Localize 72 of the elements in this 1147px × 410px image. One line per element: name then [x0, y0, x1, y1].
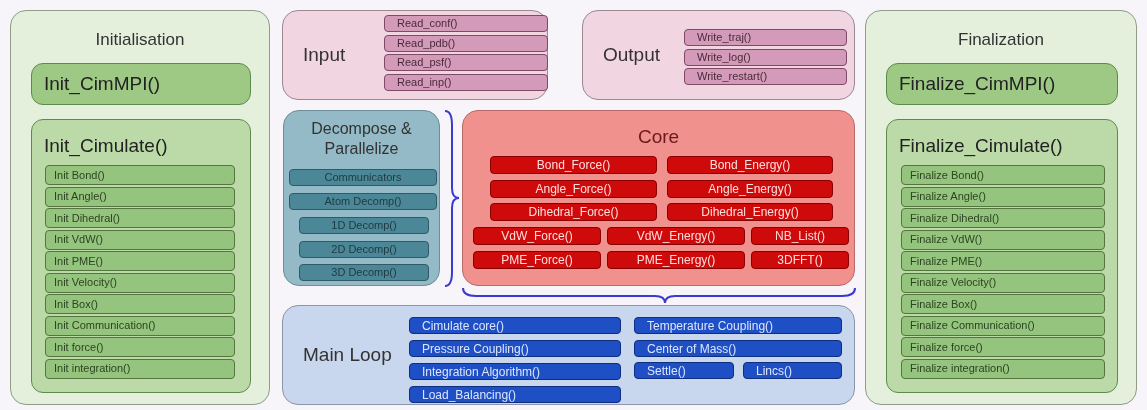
function-item: Finalize Bond()	[901, 165, 1105, 185]
function-item: Communicators	[289, 169, 437, 186]
function-item: Dihedral_Energy()	[667, 203, 833, 221]
function-box: Finalize_CimMPI()	[886, 63, 1118, 105]
panel-heading: Core	[636, 125, 681, 149]
group-heading: Init_Cimulate()	[43, 134, 169, 159]
panel-heading: Main Loop	[302, 342, 392, 367]
function-group	[31, 119, 251, 393]
panel-heading: Output	[602, 42, 661, 67]
function-item: Finalize Velocity()	[901, 272, 1105, 293]
function-item: VdW_Energy()	[607, 227, 745, 245]
function-item: Finalize Communication()	[901, 315, 1105, 336]
function-item: Finalize Angle()	[901, 186, 1105, 207]
function-item: Init Box()	[45, 294, 235, 314]
function-item: Bond_Energy()	[667, 156, 833, 174]
function-item: Read_pdb()	[384, 34, 548, 52]
panel-heading: Initialisation	[94, 29, 186, 51]
function-item: 3D Decomp()	[299, 264, 429, 281]
function-item: Integration Algorithm()	[409, 363, 621, 380]
function-group	[886, 119, 1118, 393]
function-item: NB_List()	[751, 227, 849, 245]
function-item: Read_inp()	[384, 73, 548, 91]
function-box: Init_CimMPI()	[31, 63, 251, 105]
function-item: PME_Energy()	[607, 251, 745, 269]
function-item: Init Bond()	[45, 165, 235, 185]
function-item: Write_restart()	[684, 68, 847, 85]
function-item: Cimulate core()	[409, 317, 621, 334]
function-item: Finalize PME()	[901, 251, 1105, 271]
function-item: Angle_Energy()	[667, 179, 833, 198]
function-item: Lincs()	[743, 362, 842, 379]
function-item: Init Angle()	[45, 186, 235, 207]
stage-panel	[283, 110, 440, 286]
panel-heading: Finalization	[957, 29, 1045, 51]
group-heading: Finalize_Cimulate()	[898, 134, 1064, 159]
function-item: Settle()	[634, 362, 734, 379]
function-item: Read_conf()	[384, 15, 548, 32]
function-item: Pressure Coupling()	[409, 340, 621, 357]
function-item: Init integration()	[45, 358, 235, 379]
stage-panel	[582, 10, 855, 100]
panel-heading: Input	[302, 42, 346, 67]
function-item: Load_Balancing()	[409, 386, 621, 403]
function-item: Init force()	[45, 337, 235, 357]
function-item: Read_psf()	[384, 54, 548, 71]
stage-panel	[865, 10, 1137, 405]
function-item: Finalize VdW()	[901, 229, 1105, 250]
function-item: Temperature Coupling()	[634, 317, 842, 334]
function-item: Finalize Dihedral()	[901, 208, 1105, 228]
function-item: Init PME()	[45, 251, 235, 271]
function-item: 3DFFT()	[751, 251, 849, 269]
function-item: Init Dihedral()	[45, 208, 235, 228]
function-item: 2D Decomp()	[299, 240, 429, 258]
function-item: VdW_Force()	[473, 227, 601, 245]
function-item: Init VdW()	[45, 229, 235, 250]
function-item: Angle_Force()	[490, 179, 657, 198]
function-item: Dihedral_Force()	[490, 203, 657, 221]
function-item: Atom Decomp()	[289, 193, 437, 210]
function-item: 1D Decomp()	[299, 217, 429, 234]
function-item: Center of Mass()	[634, 340, 842, 357]
stage-panel	[282, 305, 855, 405]
function-item: PME_Force()	[473, 251, 601, 269]
function-item: Init Communication()	[45, 315, 235, 336]
function-item: Write_traj()	[684, 29, 847, 46]
function-item: Finalize integration()	[901, 358, 1105, 379]
function-item: Write_log()	[684, 48, 847, 66]
panel-heading: Decompose & Parallelize	[310, 119, 413, 159]
function-item: Init Velocity()	[45, 272, 235, 293]
stage-panel	[10, 10, 270, 405]
function-item: Finalize Box()	[901, 294, 1105, 314]
stage-panel	[462, 110, 855, 286]
function-item: Bond_Force()	[490, 156, 657, 174]
stage-panel	[282, 10, 548, 100]
function-item: Finalize force()	[901, 337, 1105, 357]
